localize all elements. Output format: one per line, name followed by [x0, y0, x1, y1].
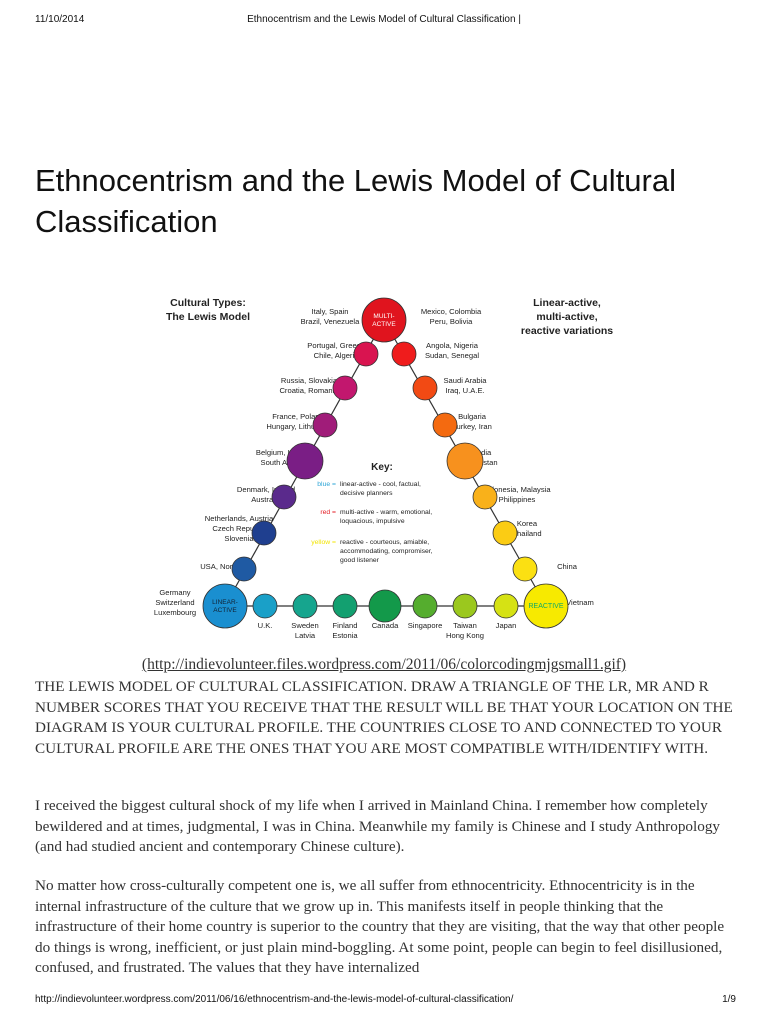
- bottom-country-label: U.K.: [258, 621, 273, 630]
- right-country-dot: [391, 341, 417, 367]
- diagram-title-left: Cultural Types:The Lewis Model: [166, 297, 250, 323]
- linear-active-label: LINEAR-ACTIVE: [212, 599, 238, 614]
- multi-active-label: MULTI-ACTIVE: [372, 313, 396, 328]
- left-country-label: USA, Norway: [200, 562, 246, 571]
- paragraph-2: No matter how cross-culturally competent…: [35, 877, 725, 976]
- image-caption: THE LEWIS MODEL OF CULTURAL CLASSIFICATI…: [35, 678, 733, 757]
- right-country-dot: [472, 484, 498, 510]
- page-number: 1/9: [722, 994, 736, 1005]
- bottom-country-dot: [252, 593, 278, 619]
- left-country-dot: [353, 341, 379, 367]
- bottom-country-label: Singapore: [408, 621, 443, 630]
- linear-active-vertex: [202, 583, 248, 629]
- key-description: multi-active - warm, emotional,loquaciou…: [340, 509, 432, 525]
- diagram-title-right: Linear-active,multi-active,reactive vari…: [521, 297, 613, 337]
- bottom-country-label: Canada: [372, 621, 399, 630]
- right-country-label: China: [557, 562, 578, 571]
- key-color-word: red =: [320, 509, 336, 516]
- bottom-country-label: Japan: [496, 621, 517, 630]
- right-country-label: Vietnam: [566, 598, 594, 607]
- right-country-dot: [512, 556, 538, 582]
- multi-active-vertex: [361, 297, 407, 343]
- image-source-link[interactable]: (http://indievolunteer.files.wordpress.c…: [141, 656, 627, 673]
- key-color-word: blue =: [317, 481, 336, 488]
- reactive-vertex: [523, 583, 569, 629]
- right-country-dot: [432, 412, 458, 438]
- right-country-dot: [446, 442, 484, 480]
- print-page-title: Ethnocentrism and the Lewis Model of Cul…: [247, 14, 521, 25]
- article-title: Ethnocentrism and the Lewis Model of Cul…: [35, 163, 676, 239]
- left-country-dot: [332, 375, 358, 401]
- left-country-dot: [286, 442, 324, 480]
- left-country-dot: [231, 556, 257, 582]
- key-description: reactive - courteous, amiable,accommodat…: [340, 539, 433, 564]
- right-country-dot: [492, 520, 518, 546]
- left-country-dot: [312, 412, 338, 438]
- bottom-country-dot: [332, 593, 358, 619]
- bottom-country-dot: [368, 589, 402, 623]
- left-country-dot: [251, 520, 277, 546]
- bottom-country-dot: [292, 593, 318, 619]
- print-date: 11/10/2014: [35, 14, 85, 25]
- key-description: linear-active - cool, factual,decisive p…: [340, 481, 421, 497]
- paragraph-1: I received the biggest cultural shock of…: [35, 797, 721, 855]
- reactive-label: REACTIVE: [528, 603, 563, 610]
- print-footer: http://indievolunteer.wordpress.com/2011…: [0, 994, 768, 1008]
- left-country-dot: [271, 484, 297, 510]
- bottom-country-dot: [412, 593, 438, 619]
- right-country-dot: [412, 375, 438, 401]
- bottom-country-dot: [452, 593, 478, 619]
- footer-url: http://indievolunteer.wordpress.com/2011…: [35, 994, 514, 1005]
- key-color-word: yellow =: [311, 539, 336, 546]
- bottom-country-dot: [493, 593, 519, 619]
- print-header: 11/10/2014 Ethnocentrism and the Lewis M…: [0, 14, 768, 28]
- key-title: Key:: [371, 462, 393, 473]
